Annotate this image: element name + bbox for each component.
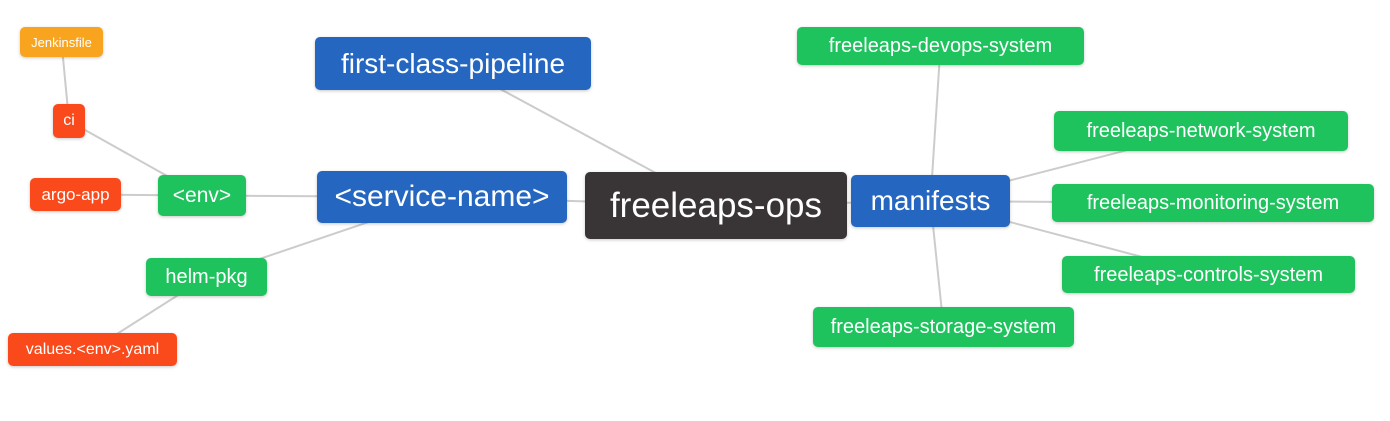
node-first-class-pipeline[interactable]: first-class-pipeline <box>315 37 591 90</box>
node-freeleaps-network-system[interactable]: freeleaps-network-system <box>1054 111 1348 151</box>
node-ci[interactable]: ci <box>53 104 85 138</box>
mindmap-node-label: argo-app <box>41 185 110 204</box>
node-env[interactable]: <env> <box>158 175 246 216</box>
mindmap-node-label: freeleaps-ops <box>609 186 823 225</box>
mindmap-node-label: <env> <box>172 184 232 207</box>
node-values-env-yaml[interactable]: values.<env>.yaml <box>8 333 177 366</box>
node-jenkinsfile[interactable]: Jenkinsfile <box>20 27 103 57</box>
mindmap-node-label: ci <box>63 112 75 129</box>
mindmap-node-label: <service-name> <box>334 180 550 213</box>
mindmap-node-label: Jenkinsfile <box>31 34 92 50</box>
node-freeleaps-ops[interactable]: freeleaps-ops <box>585 172 847 239</box>
node-freeleaps-controls-system[interactable]: freeleaps-controls-system <box>1062 256 1355 293</box>
node-service-name[interactable]: <service-name> <box>317 171 567 223</box>
node-helm-pkg[interactable]: helm-pkg <box>146 258 267 296</box>
mindmap-node-label: freeleaps-monitoring-system <box>1086 192 1340 214</box>
mindmap-node-label: helm-pkg <box>165 266 248 288</box>
node-freeleaps-storage-system[interactable]: freeleaps-storage-system <box>813 307 1074 347</box>
mindmap-node-label: freeleaps-storage-system <box>830 316 1057 338</box>
mindmap-node-label: freeleaps-network-system <box>1086 120 1316 142</box>
node-argo-app[interactable]: argo-app <box>30 178 121 211</box>
mindmap-node-label: freeleaps-devops-system <box>828 35 1053 57</box>
mindmap-node-label: manifests <box>870 185 991 216</box>
mindmap-node-label: values.<env>.yaml <box>25 340 160 358</box>
node-freeleaps-monitoring-system[interactable]: freeleaps-monitoring-system <box>1052 184 1374 222</box>
mindmap-node-label: first-class-pipeline <box>340 47 566 79</box>
node-freeleaps-devops-system[interactable]: freeleaps-devops-system <box>797 27 1084 65</box>
mindmap-node-label: freeleaps-controls-system <box>1094 263 1323 286</box>
node-manifests[interactable]: manifests <box>851 175 1010 227</box>
